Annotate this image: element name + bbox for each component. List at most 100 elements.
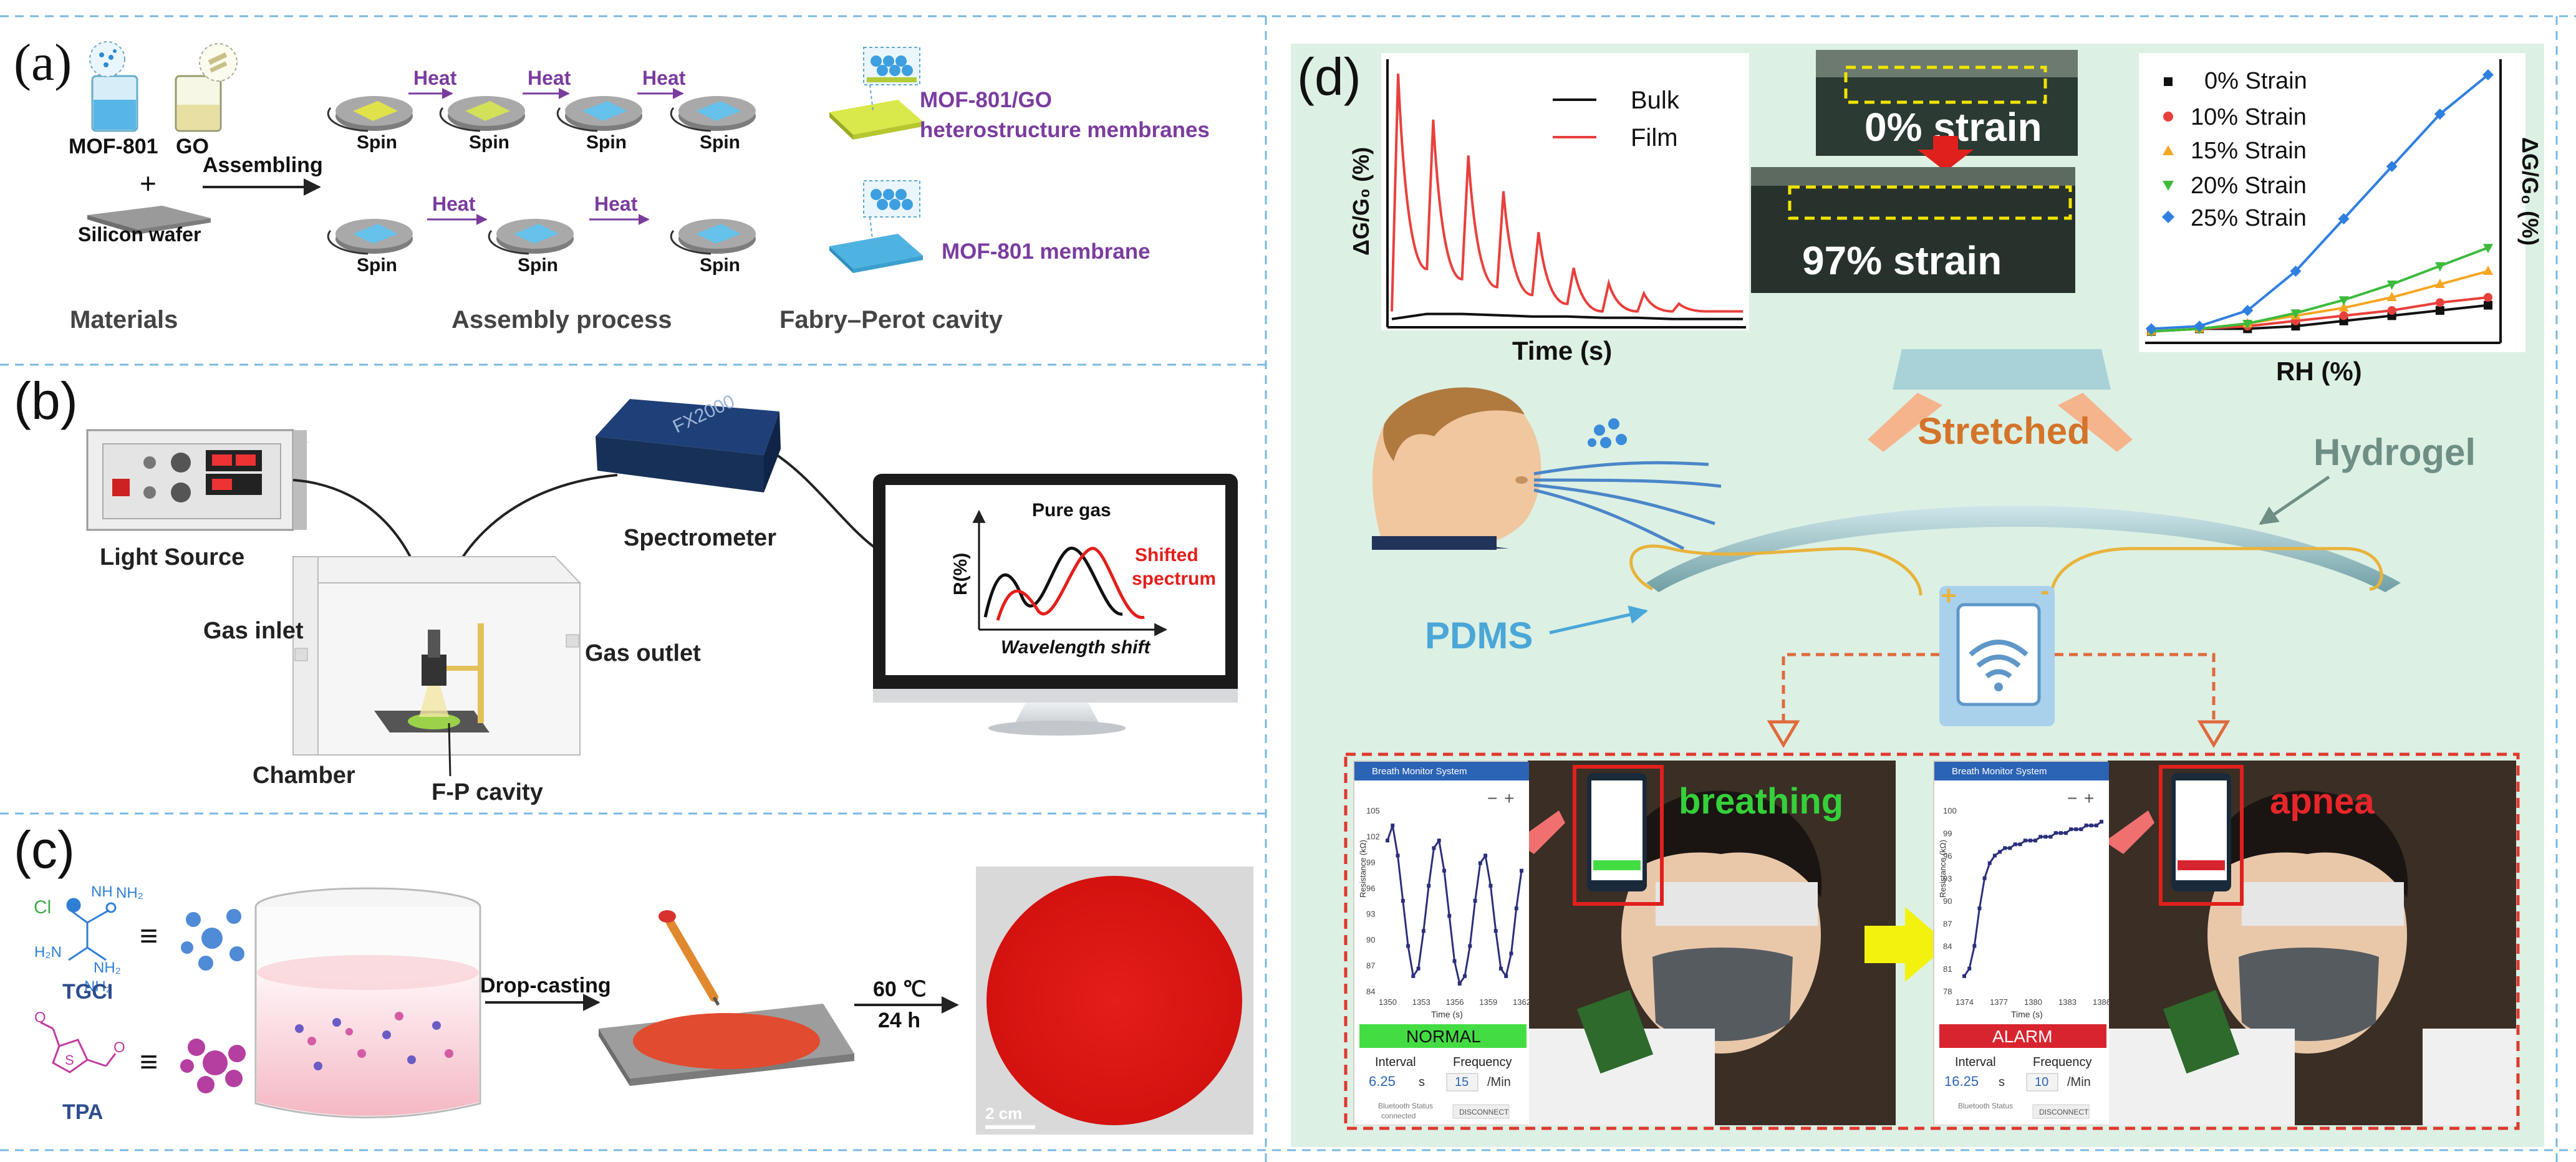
- spin-wafer-5: Spin: [327, 219, 413, 276]
- app2-zoom-in[interactable]: +: [2084, 789, 2094, 808]
- breath-droplets-icon: [1588, 418, 1627, 448]
- app-y-tick: 102: [1366, 832, 1380, 841]
- rh-data-point: [2290, 309, 2301, 319]
- mof801-label: MOF-801: [69, 135, 158, 158]
- resistance-point: [2069, 827, 2073, 832]
- spin-wafer-1: Spin: [327, 96, 413, 153]
- spin-wafer-6: Spin: [488, 219, 574, 276]
- chamber-label: Chamber: [253, 762, 355, 789]
- chart-response-time: ΔG/G₀ (%) Time (s) Bulk Film: [1348, 53, 1749, 365]
- resistance-point: [1406, 944, 1411, 948]
- resistance-point: [1468, 944, 1472, 948]
- light-source-device-icon: [86, 429, 309, 531]
- app1-status: NORMAL: [1406, 1027, 1481, 1046]
- drop-casting-label: Drop-casting: [480, 974, 611, 997]
- app-y-tick: 96: [1366, 883, 1375, 893]
- resistance-point: [1982, 876, 1987, 880]
- app1-disconnect-button[interactable]: [1452, 1104, 1510, 1119]
- rh-data-point: [2434, 279, 2445, 288]
- stretched-arrow-right: [2058, 393, 2133, 452]
- breath-app-screen-1: Breath Monitor System − + Resistance (kΩ…: [1354, 762, 1531, 1125]
- dashed-arrow-right: [2055, 653, 2216, 723]
- screen-spectrum-plot: R(%) Pure gas Shifted spectrum Wavelengt…: [950, 500, 1216, 658]
- legend-10-marker: [2163, 112, 2173, 122]
- rh-data-point: [2434, 108, 2446, 120]
- app1-frequency-label: Frequency: [1453, 1055, 1512, 1069]
- tgci-equiv: ≡: [140, 918, 158, 953]
- app2-disconnect-button[interactable]: [2032, 1104, 2090, 1119]
- app-y-tick: 81: [1943, 964, 1952, 974]
- pdms-label: PDMS: [1425, 615, 1533, 656]
- spin-label: Spin: [357, 255, 397, 276]
- apnea-label: apnea: [2270, 781, 2375, 822]
- shifted-spectrum-curve: [996, 547, 1145, 621]
- resistance-point: [1437, 838, 1441, 843]
- resistance-point: [1488, 883, 1493, 888]
- app1-frequency-unit: /Min: [1487, 1075, 1511, 1089]
- app1-zoom-in[interactable]: +: [1504, 789, 1514, 808]
- resistance-point: [1447, 914, 1452, 918]
- tgci-label: TGCI: [62, 980, 113, 1004]
- app-y-tick: 99: [1943, 828, 1952, 838]
- rh-data-point: [2484, 293, 2492, 302]
- panel-d-letter: (d): [1297, 47, 1361, 106]
- plus-sign: +: [140, 167, 157, 199]
- screen-xlabel: Wavelength shift: [1001, 637, 1151, 658]
- heat-label: Heat: [642, 67, 686, 89]
- panel-a-letter: (a): [14, 34, 72, 92]
- rh-data-point: [2434, 262, 2445, 272]
- resistance-point: [1457, 981, 1462, 986]
- bulk-series-line: [1391, 312, 1743, 320]
- resistance-point: [1416, 966, 1421, 971]
- tgci-structure-icon: Cl NH NH₂ H₂N NH₂ NH₂: [34, 883, 143, 995]
- spin-label: Spin: [357, 132, 397, 153]
- svg-text:O: O: [34, 1009, 46, 1026]
- app1-bt-status: Bluetooth Status: [1378, 1102, 1433, 1110]
- app1-zoom-out[interactable]: −: [1487, 789, 1497, 808]
- hydrogel-pointer: [2259, 475, 2330, 526]
- dashed-arrow-left: [1782, 653, 1939, 723]
- drop-casting-substrate-icon: [599, 910, 854, 1086]
- app2-xlabel: Time (s): [2011, 1009, 2043, 1019]
- app1-frequency-field[interactable]: [1446, 1073, 1479, 1092]
- screen-shifted-2: spectrum: [1132, 569, 1216, 589]
- heat-label: Heat: [528, 67, 571, 89]
- dashed-arrow-right-head: [2197, 720, 2231, 748]
- resistance-point: [2089, 823, 2093, 828]
- breathing-label: breathing: [1679, 781, 1843, 822]
- app2-frequency-field[interactable]: [2026, 1073, 2058, 1092]
- resistance-point: [1992, 853, 1997, 858]
- svg-text:NH₂: NH₂: [84, 978, 112, 995]
- app-y-tick: 90: [1943, 896, 1952, 906]
- temperature-label: 60 ℃: [873, 977, 926, 1001]
- spin-label: Spin: [518, 255, 558, 276]
- rh-data-point: [2435, 298, 2444, 307]
- app-x-tick: 1356: [1446, 997, 1464, 1007]
- legend-25-label: 25% Strain: [2191, 205, 2307, 231]
- app-y-tick: 87: [1366, 961, 1375, 971]
- legend-15-label: 15% Strain: [2191, 138, 2307, 164]
- red-film-photo: 2 cm: [976, 867, 1253, 1135]
- svg-text:NH₂: NH₂: [116, 885, 143, 901]
- stretched-label: Stretched: [1918, 410, 2090, 452]
- app-y-tick: 99: [1366, 858, 1375, 867]
- app1-xlabel: Time (s): [1431, 1009, 1463, 1019]
- app-x-tick: 1350: [1379, 997, 1397, 1007]
- rh-data-point: [2386, 292, 2397, 301]
- resistance-point: [2023, 838, 2027, 843]
- rh-data-point: [2482, 69, 2494, 80]
- resistance-point: [2074, 827, 2078, 832]
- app1-frequency-value: 15: [1455, 1075, 1469, 1089]
- rh-data-point: [2483, 266, 2493, 275]
- spectrometer-label: Spectrometer: [624, 525, 776, 551]
- computer-monitor-icon: [873, 474, 1238, 736]
- legend-film-label: Film: [1631, 124, 1678, 151]
- resistance-point: [2053, 831, 2058, 835]
- app2-zoom-out[interactable]: −: [2067, 789, 2077, 808]
- silicon-wafer-label: Silicon wafer: [78, 223, 201, 246]
- resistance-point: [2043, 835, 2048, 839]
- resistance-point: [2063, 831, 2068, 835]
- app-y-tick: 87: [1943, 919, 1952, 928]
